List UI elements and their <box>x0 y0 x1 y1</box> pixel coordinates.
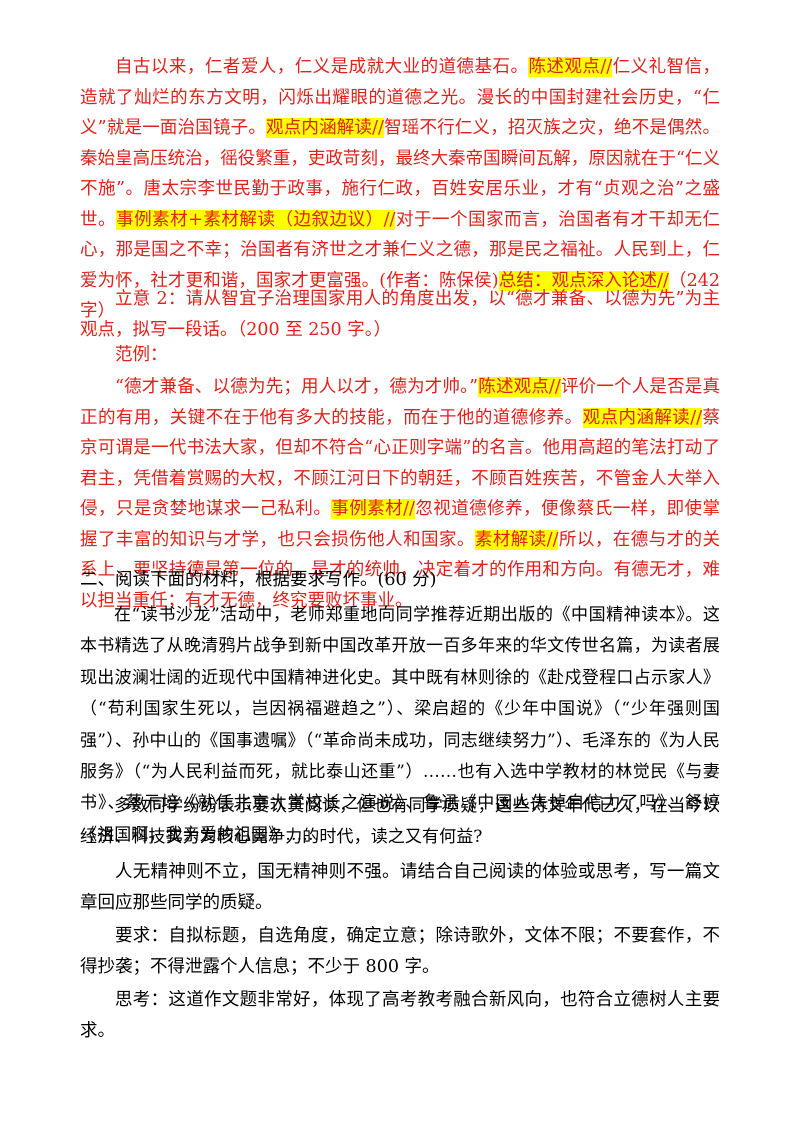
annotation-tag: 事例素材+素材解读（边叙边议）// <box>116 209 396 230</box>
annotation-tag: 观点内涵解读// <box>266 118 384 138</box>
thinking-paragraph: 思考：这道作文题非常好，体现了高考教考融合新风向，也符合立德树人主要求。 <box>80 990 720 1041</box>
paragraph-text: 蔡京可谓是一代书法大家，但却不符合“心正则字端”的名言。他用高超的笔法打动了君主… <box>80 407 720 520</box>
material-paragraph-1: 在“读书沙龙”活动中，老师郑重地向同学推荐近期出版的《中国精神读本》。这本书精选… <box>80 605 720 845</box>
annotation-tag: 陈述观点// <box>478 377 561 397</box>
paragraph-text: 评价一个人是否是真正的有用，关键不在于他有多大的技能，而在于他的道德修养。 <box>80 377 720 428</box>
word-count: （242 字） <box>80 270 721 322</box>
material-paragraph-2: 多数同学纷纷表示要认真阅读，但也有同学质疑，这些诗文年代已久，在当今以经济、科技… <box>80 796 720 848</box>
paragraph-text: 智瑶不行仁义，招灭族之灾，绝不是偶然。秦始皇高压统治，徭役繁重，吏政苛刻，最终大… <box>80 118 720 230</box>
prompt-paragraph-idea-2: 立意 2：请从智宜子治理国家用人的角度出发，以“德才兼备、以德为先”为主观点，拟… <box>80 289 720 340</box>
annotation-tag: 事例素材// <box>331 499 415 519</box>
paragraph-text: 忽视道德修养，便像蔡氏一样，即使掌握了丰富的知识与才学，也只会损伤他人和国家。 <box>80 499 721 550</box>
paragraph-text: 所以，在德与才的关系上，要坚持德是第一位的，是才的统帅，决定着才的作用和方向。有… <box>80 529 721 611</box>
annotation-tag: 素材解读// <box>474 529 559 550</box>
example-paragraph-renyi: 自古以来，仁者爱人，仁义是成就大业的道德基石。陈述观点//仁义礼智信，造就了灿烂… <box>80 52 720 327</box>
paragraph-text: 对于一个国家而言，治国者有才干却无仁心，那是国之不幸；治国者有济世之才兼仁义之德… <box>80 209 720 291</box>
annotation-tag: 观点内涵解读// <box>582 407 703 428</box>
annotation-tag: 总结：观点深入论述// <box>498 270 669 291</box>
example-label: 范例： <box>115 345 168 365</box>
writing-task: 人无精神则不立，国无精神则不强。请结合自己阅读的体验或思考，写一篇文章回应那些同… <box>80 862 720 913</box>
example-paragraph-decai: “德才兼备、以德为先；用人以才，德为才帅。”陈述观点//评价一个人是否是真正的有… <box>80 372 720 616</box>
paragraph-text: 自古以来，仁者爱人，仁义是成就大业的道德基石。 <box>115 57 529 77</box>
annotation-tag: 陈述观点// <box>528 57 613 77</box>
section-heading: 二、阅读下面的材料，根据要求写作。(60 分) <box>80 570 437 590</box>
requirements-paragraph: 要求：自拟标题，自选角度，确定立意；除诗歌外，文体不限；不要套作，不得抄袭；不得… <box>80 926 720 977</box>
paragraph-text: “德才兼备、以德为先；用人以才，德为才帅。” <box>115 377 479 397</box>
paragraph-text: 仁义礼智信，造就了灿烂的东方文明，闪烁出耀眼的道德之光。漫长的中国封建社会历史，… <box>80 57 721 138</box>
